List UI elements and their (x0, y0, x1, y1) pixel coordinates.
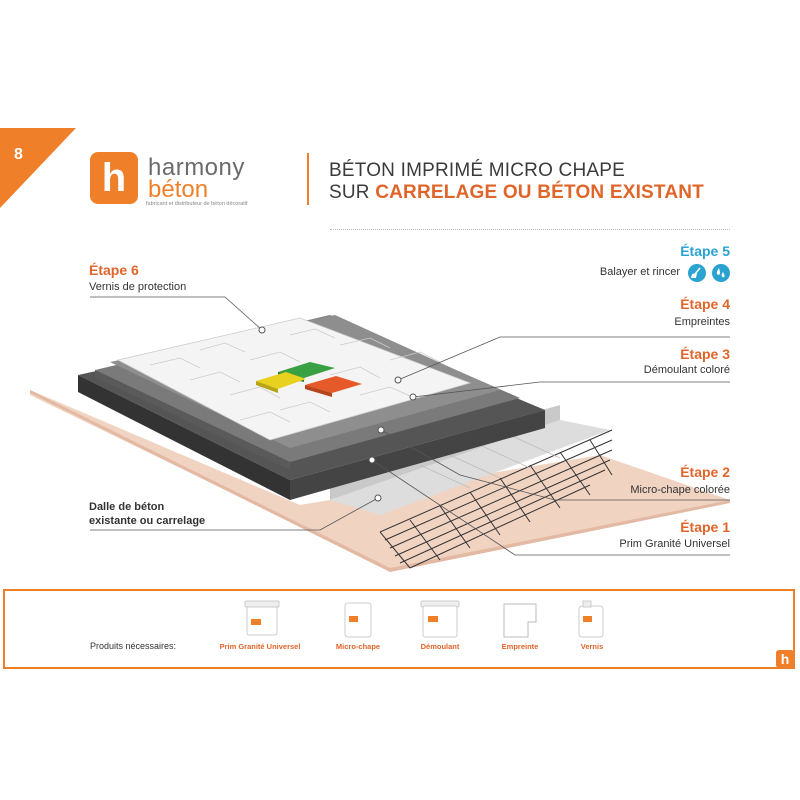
product-label-vernis: Vernis (580, 642, 604, 651)
logo-icon (90, 152, 138, 204)
orange-tile (305, 376, 362, 393)
step-2-description: Micro-chape colorée (630, 484, 730, 496)
bag-icon (344, 602, 372, 638)
brand-name-line1: harmony (148, 154, 245, 181)
base-slab (30, 390, 730, 570)
title-line2-highlight: CARRELAGE OU BÉTON EXISTANT (375, 182, 704, 203)
step-6-description: Vernis de protection (89, 281, 187, 293)
step-4-description: Empreintes (674, 316, 730, 328)
yellow-tile (256, 372, 306, 389)
product-label-empreinte: Empreinte (501, 642, 539, 651)
step-5-label: Étape 5 (680, 243, 730, 259)
title-line2-lead: SUR (329, 182, 376, 203)
step-6-label: Étape 6 (89, 262, 139, 278)
page-number: 8 (14, 146, 23, 163)
products-box (3, 589, 795, 669)
step-3-description: Démoulant coloré (643, 364, 730, 376)
base-layer-line2: existante ou carrelage (89, 515, 206, 527)
green-tile (278, 362, 335, 378)
step-1-description: Prim Granité Universel (619, 538, 730, 550)
leader-dots (258, 326, 417, 502)
broom-icon (688, 264, 706, 282)
dotted-separator (330, 229, 730, 230)
step-5-description: Balayer et rincer (599, 266, 680, 278)
product-label-prim: Prim Granité Universel (219, 642, 301, 651)
water-drops-icon (712, 264, 730, 282)
reinforcement-mesh (379, 429, 613, 569)
tub-icon (420, 600, 460, 638)
step-1-label: Étape 1 (680, 519, 730, 535)
title-line1: BÉTON IMPRIMÉ MICRO CHAPE (329, 160, 626, 181)
base-layer-line1: Dalle de béton (89, 501, 165, 513)
stamp-mat-icon (503, 603, 537, 638)
step-3-label: Étape 3 (680, 346, 730, 362)
jerrycan-icon (578, 600, 604, 638)
step-4-label: Étape 4 (680, 296, 730, 312)
existing-tile-layer (330, 420, 610, 515)
logo-letter: h (101, 156, 127, 200)
step-2-label: Étape 2 (680, 464, 730, 480)
title-line2: SUR CARRELAGE OU BÉTON EXISTANT (329, 182, 704, 204)
products-label: Produits nécessaires: (90, 641, 177, 651)
product-label-micro-chape: Micro-chape (335, 642, 381, 651)
product-label-demoulant: Démoulant (420, 642, 460, 651)
brand-tagline: fabricant et distributeur de béton décor… (146, 201, 248, 207)
header-divider (307, 153, 309, 205)
corner-logo-icon: h (776, 650, 794, 668)
brand-name-line2: béton (148, 176, 209, 203)
corner-triangle (0, 128, 76, 208)
bucket-icon (244, 600, 280, 636)
leader-lines (90, 296, 730, 556)
